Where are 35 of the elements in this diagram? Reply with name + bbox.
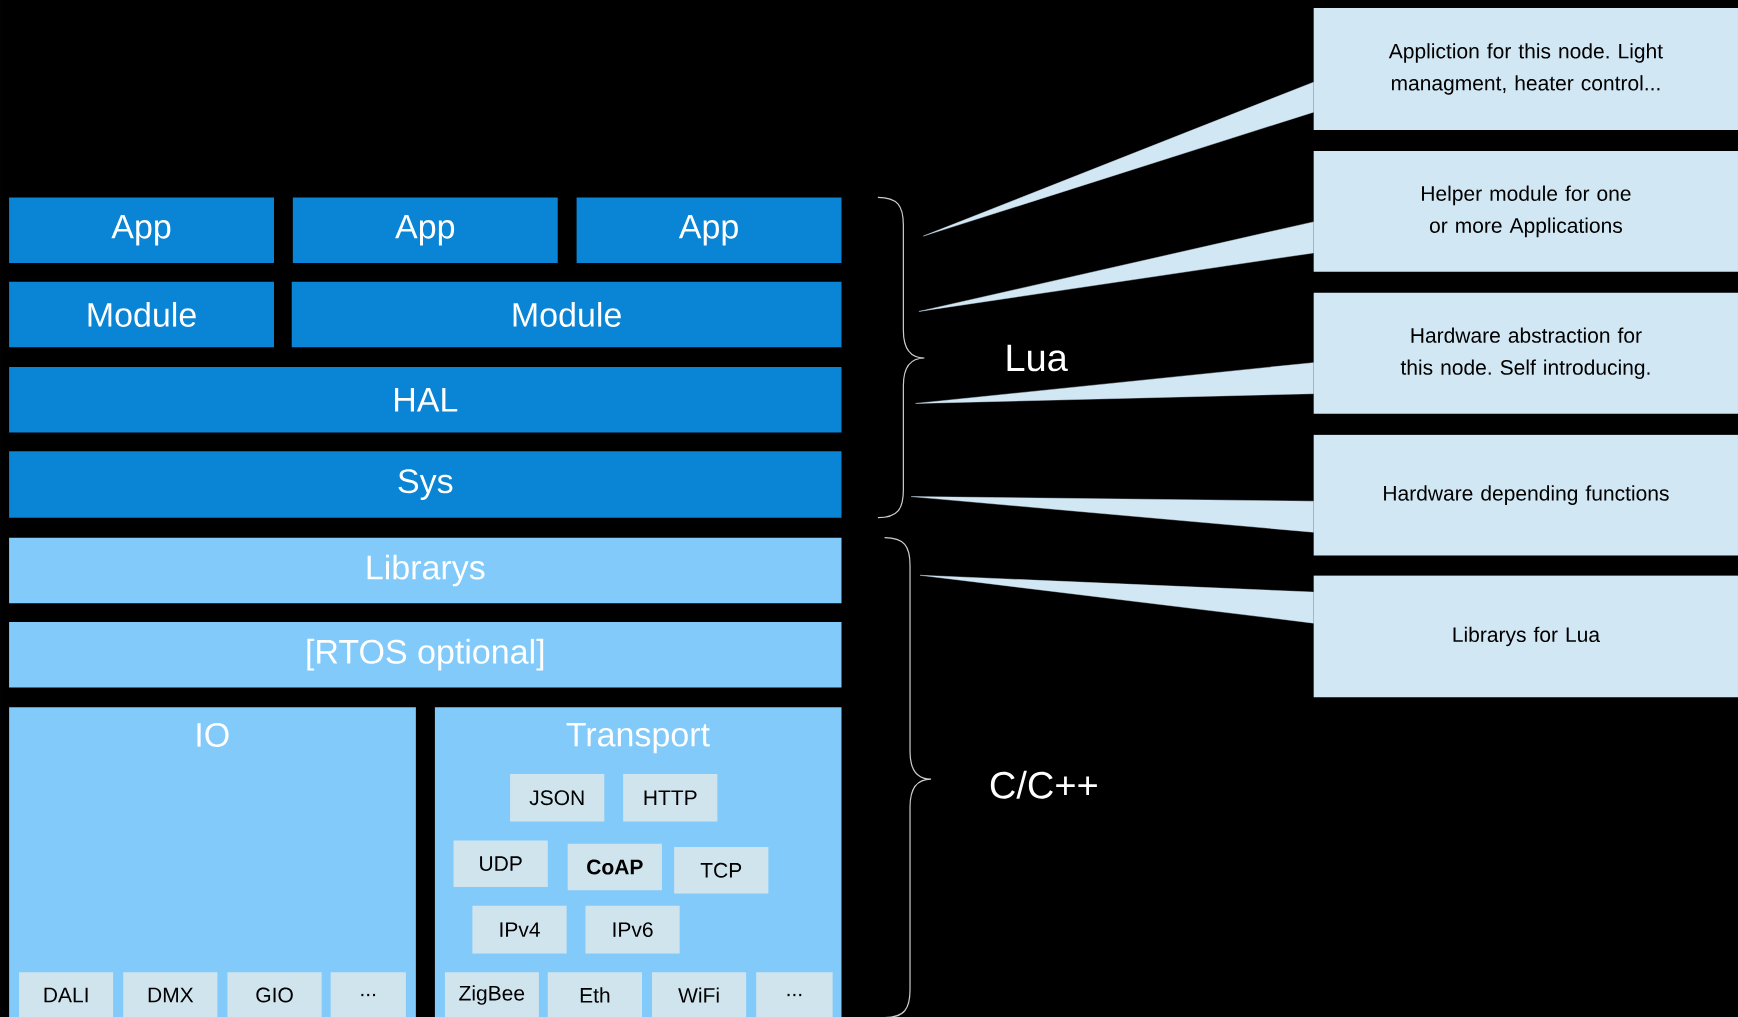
callout-box: Hardware abstraction for this node. Self introducing.	[1313, 292, 1738, 414]
callout-box: Hardware depending functions	[1313, 434, 1738, 556]
callout-pointer	[919, 575, 1314, 624]
layer-box: App	[9, 197, 274, 263]
protocol-box: ...	[756, 972, 833, 1017]
protocol-box: ZigBee	[444, 972, 539, 1017]
layer-box: Sys	[9, 451, 842, 518]
protocol-box: Eth	[547, 972, 642, 1017]
language-label: Lua	[1007, 344, 1068, 372]
protocol-box: WiFi	[651, 972, 747, 1017]
protocol-box: JSON	[510, 773, 605, 822]
protocol-box: HTTP	[623, 773, 718, 822]
protocol-box: CoAP	[567, 843, 662, 891]
protocol-box: ...	[330, 972, 406, 1017]
protocol-box: IPv4	[472, 905, 567, 954]
callout-pointer	[918, 221, 1314, 312]
callout-box: Helper module for one or more Applications	[1313, 150, 1738, 272]
callout-pointer	[915, 362, 1314, 404]
protocol-box: DMX	[123, 972, 218, 1017]
language-label: C/C++	[990, 770, 1097, 799]
layer-box: [RTOS optional]	[9, 622, 842, 688]
protocol-box: DALI	[19, 972, 114, 1017]
layer-box: HAL	[9, 367, 842, 433]
layer-box: Module	[291, 281, 842, 348]
callout-box: Appliction for this node. Light managment, heater control...	[1313, 7, 1738, 130]
callout-box: Librarys for Lua	[1313, 575, 1738, 698]
protocol-box: IPv6	[585, 905, 680, 954]
layer-box: Module	[9, 281, 274, 348]
layer-box: Librarys	[9, 537, 842, 604]
layer-box: App	[292, 197, 558, 263]
layer-box: App	[576, 197, 842, 263]
protocol-box: UDP	[453, 840, 548, 887]
callout-pointer	[910, 496, 1314, 533]
protocol-box: TCP	[674, 847, 769, 894]
protocol-box: GIO	[227, 972, 322, 1017]
